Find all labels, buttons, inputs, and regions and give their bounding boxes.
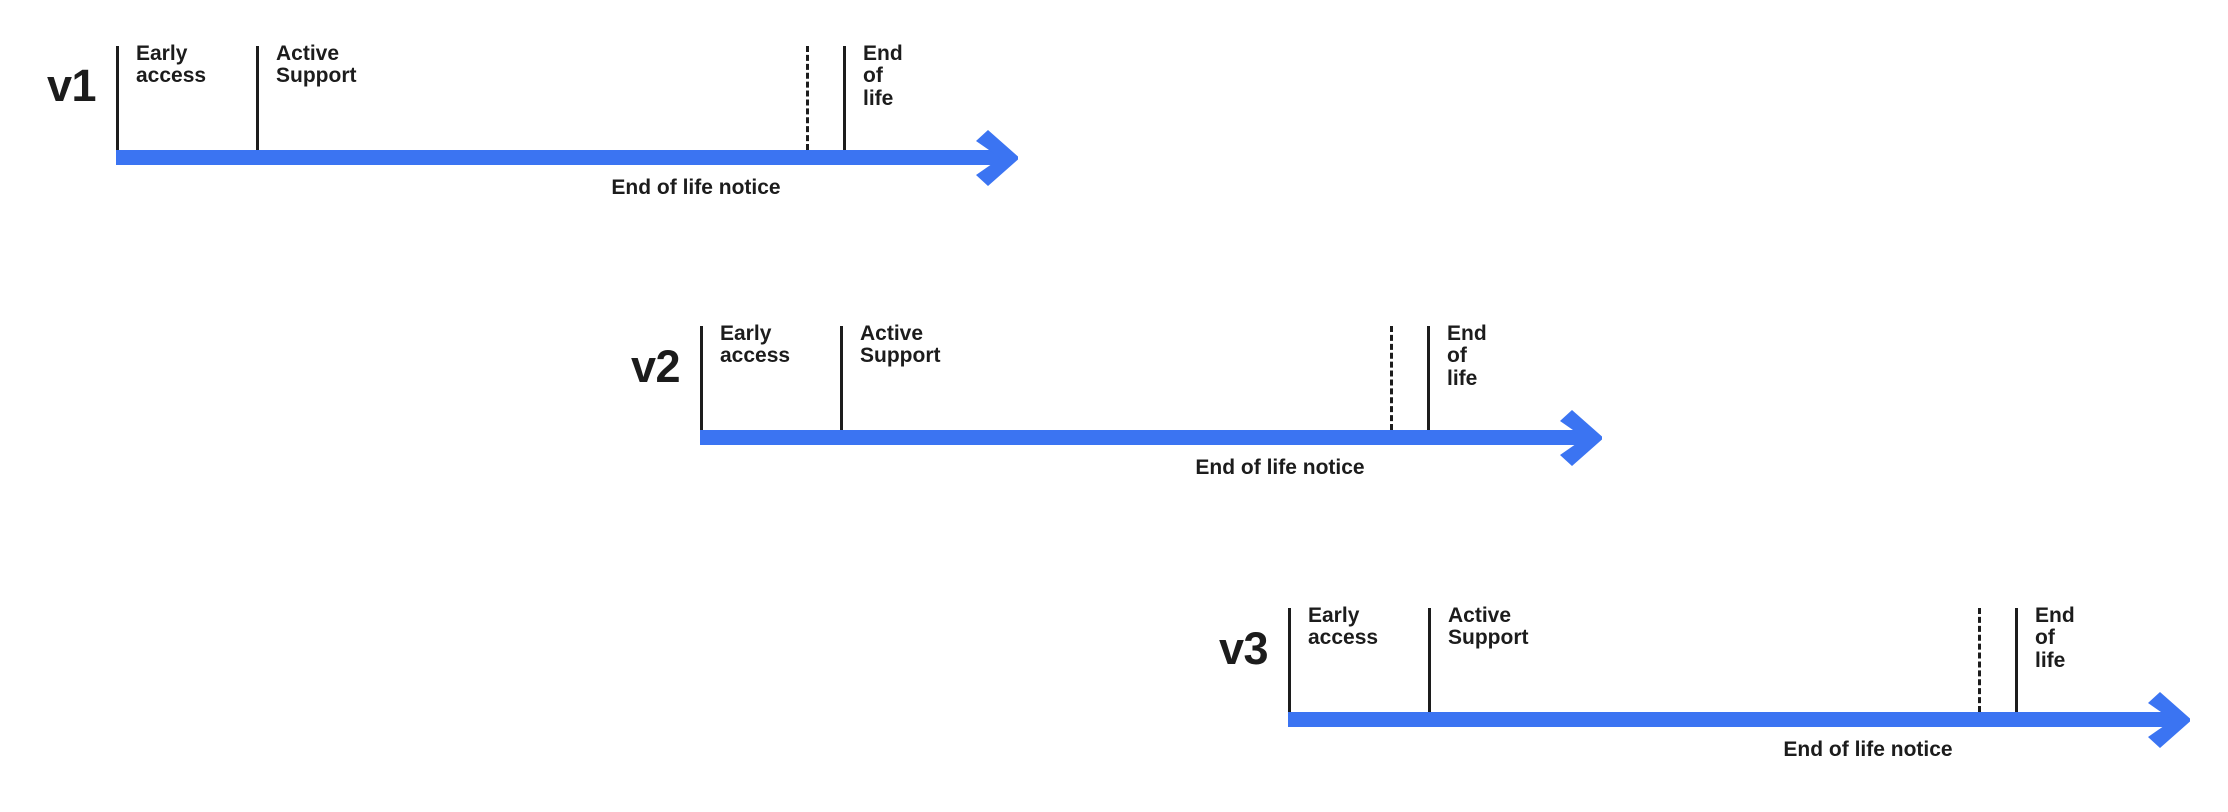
phase-label-end-of-life: End of life	[2035, 604, 2075, 672]
phase-label-early-access: Early access	[136, 42, 207, 88]
phase-label-active-support: Active Support	[276, 42, 357, 88]
phase-label-end-of-life: End of life	[1447, 322, 1487, 390]
divider-end-of-life-notice	[1978, 608, 1981, 712]
divider-early-access-start	[1288, 608, 1291, 712]
end-of-life-notice-label: End of life notice	[611, 176, 781, 199]
phase-label-early-access: Early access	[1308, 604, 1379, 650]
phase-label-end-of-life: End of life	[863, 42, 903, 110]
timeline-arrow-icon	[966, 128, 1026, 193]
divider-active-support-start	[840, 326, 843, 430]
divider-end-of-life-start	[843, 46, 846, 150]
end-of-life-notice-label: End of life notice	[1195, 456, 1365, 479]
divider-early-access-start	[700, 326, 703, 430]
version-label-v2: v2	[630, 341, 681, 392]
timeline-arrow-icon	[2138, 690, 2198, 755]
end-of-life-notice-label: End of life notice	[1783, 738, 1953, 761]
version-label-v3: v3	[1218, 623, 1269, 674]
divider-active-support-start	[1428, 608, 1431, 712]
timeline-track-bar	[116, 150, 1008, 165]
version-label-v1: v1	[46, 60, 97, 111]
phase-label-early-access: Early access	[720, 322, 791, 368]
divider-end-of-life-notice	[806, 46, 809, 150]
divider-early-access-start	[116, 46, 119, 150]
divider-end-of-life-start	[2015, 608, 2018, 712]
phase-label-active-support: Active Support	[1448, 604, 1529, 650]
divider-end-of-life-notice	[1390, 326, 1393, 430]
phase-label-active-support: Active Support	[860, 322, 941, 368]
timeline-track-bar	[700, 430, 1592, 445]
divider-end-of-life-start	[1427, 326, 1430, 430]
timeline-track-bar	[1288, 712, 2180, 727]
divider-active-support-start	[256, 46, 259, 150]
timeline-arrow-icon	[1550, 408, 1610, 473]
